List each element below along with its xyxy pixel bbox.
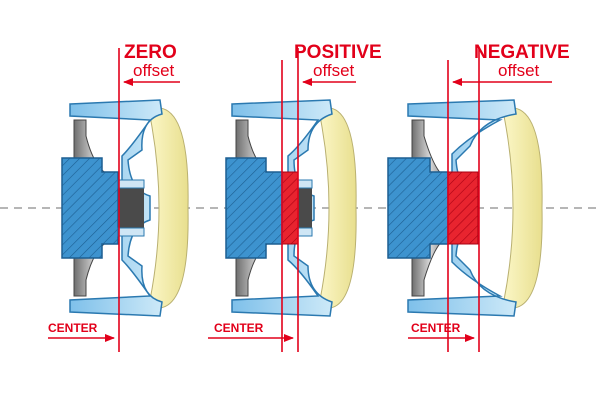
tire-section <box>149 107 189 309</box>
panel-title: NEGATIVE <box>474 42 570 63</box>
tire-section <box>319 107 357 309</box>
panel-subtitle: offset <box>133 61 175 80</box>
panel-subtitle: offset <box>498 61 540 80</box>
center-label: CENTER <box>48 321 98 335</box>
panel-negative: NEGATIVE offset CENTER <box>387 42 570 352</box>
hub-flange <box>387 157 449 259</box>
tire-section <box>503 107 543 309</box>
panel-positive: POSITIVE offset CENTER <box>208 42 382 352</box>
panel-title: POSITIVE <box>294 42 382 63</box>
wheel-stud <box>117 227 145 237</box>
hub-bore <box>116 186 144 230</box>
panel-zero: ZERO offset CENTER <box>48 42 189 352</box>
wheel-stud <box>117 179 145 189</box>
panel-title: ZERO <box>124 42 177 63</box>
wheel-stud <box>297 179 313 189</box>
wheel-stud <box>297 227 313 237</box>
offset-zone <box>447 171 479 245</box>
hub-flange <box>61 157 119 259</box>
offset-zone <box>281 171 299 245</box>
center-label: CENTER <box>411 321 461 335</box>
center-label: CENTER <box>214 321 264 335</box>
panel-subtitle: offset <box>313 61 355 80</box>
hub-flange <box>225 157 283 259</box>
